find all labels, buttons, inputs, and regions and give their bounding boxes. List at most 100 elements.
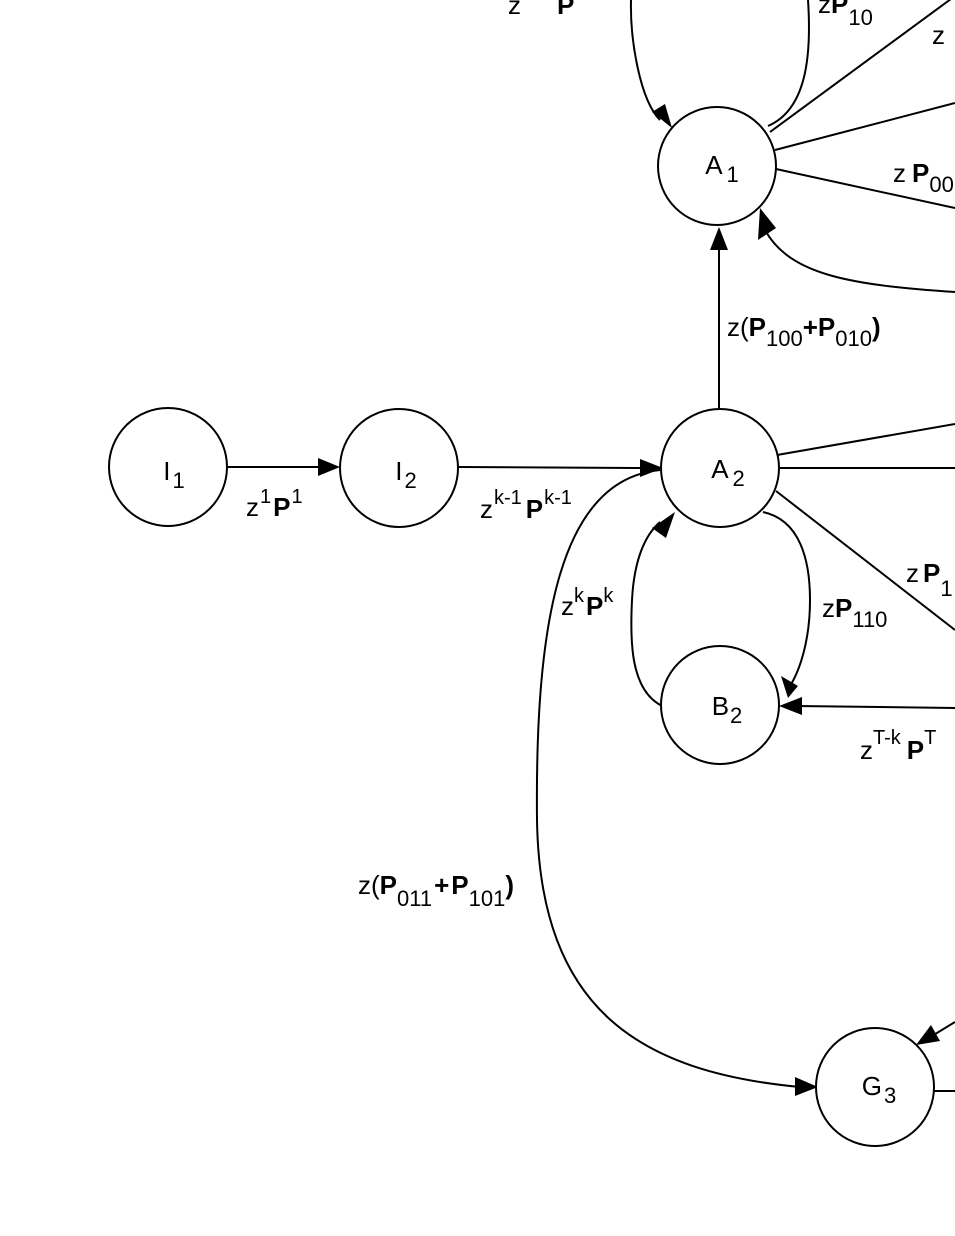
node-i1: I1 — [108, 407, 228, 527]
edge-into-a1-from-right-arrowhead — [758, 208, 776, 240]
edge-a2-to-b2 — [762, 511, 812, 687]
node-b2-sub: 2 — [730, 703, 742, 728]
edge-into-b2-arrowhead — [779, 697, 802, 715]
edge-a1-out-upper — [769, 0, 952, 133]
label-a2-a1-s1: 100 — [766, 326, 803, 351]
label-i2-a2-z: z — [480, 494, 493, 524]
label-a1-top-right: zP10 — [818, 0, 873, 30]
edge-i2-to-a2-arrowhead — [640, 459, 663, 477]
node-i2: I2 — [339, 408, 459, 528]
label-a2-g3-p2: P — [451, 870, 468, 900]
label-i2-a2-pexp: k-1 — [544, 487, 572, 509]
edge-a1-self-loop-right — [767, 0, 810, 127]
label-b2-a2-p: P — [586, 591, 603, 621]
node-i1-base: I — [163, 456, 170, 486]
label-a1-top-right-p: P — [831, 0, 848, 19]
label-a1-top-right-sub: 10 — [848, 5, 872, 30]
node-a1-base: A — [705, 150, 723, 180]
label-a2-g3-s2: 101 — [469, 886, 506, 911]
label-a2-a1-p1: P — [749, 312, 766, 342]
edge-b2-to-a2-arrowhead — [652, 512, 675, 538]
label-a2-b2-sub: 110 — [852, 607, 887, 632]
label-a1-top-left-z: z — [508, 0, 521, 20]
svg-text:I2: I2 — [395, 456, 416, 493]
label-a2-g3-plus: + — [434, 870, 449, 900]
edge-a1-out-right — [774, 102, 955, 151]
label-a2-a1-s2: 010 — [835, 326, 872, 351]
label-a2-g3-open: z( — [358, 870, 380, 900]
label-i1-i2-pexp: 1 — [291, 486, 302, 508]
svg-text:I1: I1 — [163, 456, 184, 493]
label-a2-a1-close: ) — [872, 312, 881, 342]
label-b2-to-a2: zkPk — [561, 585, 614, 621]
svg-text:A2: A2 — [711, 454, 745, 491]
edge-a1-self-loop-left-arrowhead — [652, 104, 672, 128]
label-b2-a2-z: z — [561, 591, 574, 621]
label-b2-a2-zexp: k — [574, 585, 585, 607]
label-a1-p00-z: z — [893, 158, 906, 188]
node-a2-sub: 2 — [733, 466, 745, 491]
label-a2-g3-close: ) — [505, 870, 514, 900]
node-i2-sub: 2 — [404, 468, 416, 493]
node-a1-sub: 1 — [727, 162, 739, 187]
node-b2-base: B — [712, 691, 729, 721]
edge-a2-to-a1-arrowhead — [710, 227, 728, 250]
label-a1-top-right-z: z — [818, 0, 831, 19]
edge-b2-to-a2 — [630, 521, 663, 707]
label-a2-to-b2: zP110 — [822, 593, 887, 632]
label-a2-b2-p: P — [835, 593, 852, 623]
label-i1-i2-p: P — [273, 492, 290, 522]
label-a1-right-z: z — [932, 20, 945, 50]
label-b2-right-z: z — [860, 735, 873, 765]
label-i1-i2-z: z — [246, 492, 259, 522]
label-a1-p00-p: P — [912, 158, 929, 188]
label-i1-i2-zexp: 1 — [260, 486, 271, 508]
edge-a1-out-lower — [775, 168, 955, 209]
label-a2-b2-z: z — [822, 593, 835, 623]
node-b2: B2 — [660, 645, 780, 765]
label-b2-a2-pexp: k — [603, 585, 614, 607]
svg-text:B2: B2 — [712, 691, 743, 728]
label-b2-right-pexp: T — [924, 727, 936, 749]
label-b2-right-zexp: T-k — [873, 727, 902, 749]
node-g3: G3 — [815, 1027, 935, 1147]
node-i1-sub: 1 — [172, 468, 184, 493]
label-a2-to-a1: z(P100+P010) — [727, 312, 881, 351]
edge-a1-self-loop-left — [629, 0, 661, 121]
edge-a2-out-lower — [775, 490, 955, 631]
edge-into-a1-from-right — [764, 229, 955, 293]
edge-into-g3-arrowhead — [916, 1025, 940, 1045]
edge-a2-to-b2-arrowhead — [781, 676, 798, 698]
node-i2-base: I — [395, 456, 402, 486]
edge-i1-to-i2-arrowhead — [318, 458, 340, 476]
label-a2-a1-plus: + — [803, 312, 818, 342]
label-a2-p1-sub: 1 — [940, 576, 952, 601]
edge-a2-to-g3 — [535, 469, 801, 1088]
edge-a2-to-g3-arrowhead — [795, 1077, 818, 1096]
svg-text:A1: A1 — [705, 150, 739, 187]
label-a1-p00-sub: 00 — [929, 172, 953, 197]
node-a2-base: A — [711, 454, 729, 484]
label-a2-g3-p1: P — [380, 870, 397, 900]
label-a2-to-g3: z(P011+P101) — [358, 870, 514, 911]
label-a2-p1-p: P — [923, 558, 940, 588]
edge-i2-to-a2 — [457, 466, 646, 469]
label-a2-a1-open: z( — [727, 312, 749, 342]
node-g3-sub: 3 — [884, 1083, 896, 1108]
label-b2-right-p: P — [907, 735, 924, 765]
label-i1-to-i2: z1P1 — [246, 486, 303, 522]
svg-text:G3: G3 — [862, 1071, 896, 1108]
label-a2-p1-z: z — [906, 558, 919, 588]
label-a2-g3-s1: 011 — [397, 886, 432, 911]
label-a2-a1-p2: P — [818, 312, 835, 342]
node-g3-base: G — [862, 1071, 882, 1101]
edge-into-b2-from-right — [795, 705, 955, 709]
label-i2-a2-zexp: k-1 — [494, 487, 522, 509]
